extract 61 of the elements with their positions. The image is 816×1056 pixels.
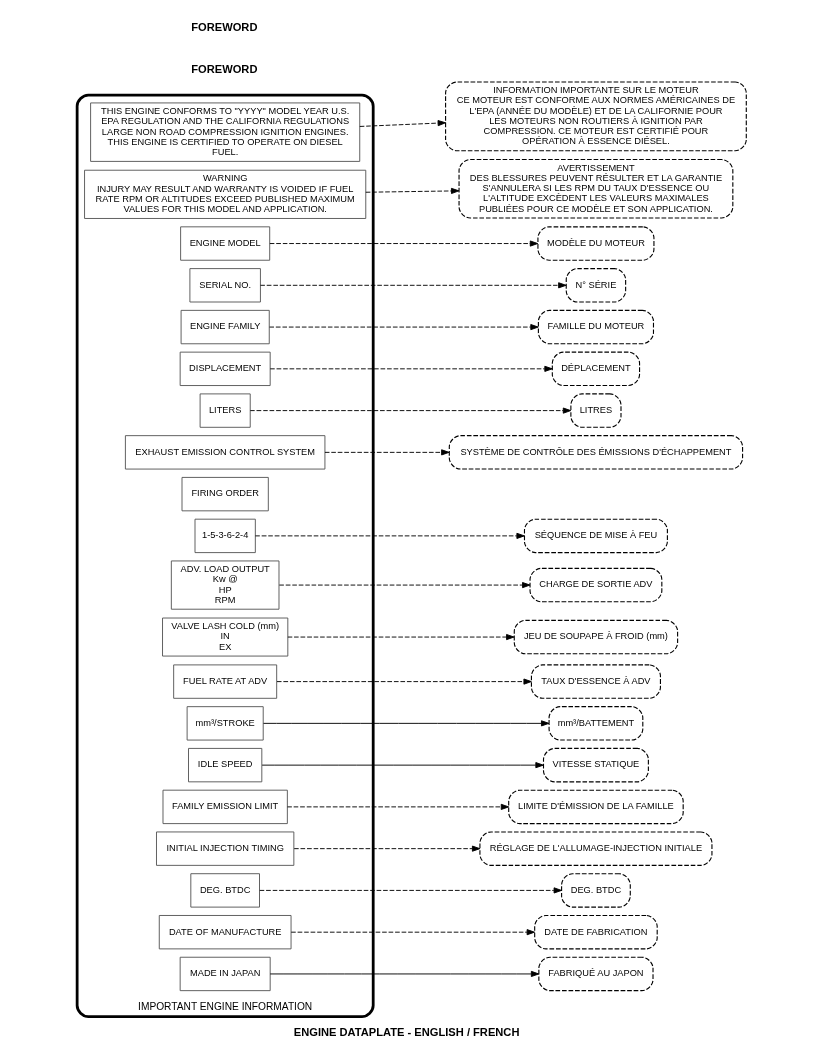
node-box: FIRING ORDER	[181, 476, 269, 512]
node-box: MADE IN JAPAN	[179, 956, 271, 992]
node-box: DATE DE FABRICATION	[534, 914, 658, 950]
label: FOREWORD	[191, 21, 258, 34]
node-box: THIS ENGINE CONFORMS TO "YYYY" MODEL YEAR U.S. EPA REGULATION AND THE CALIFORNIA REGULATIONS LARGE NON ROAD COMPRESSION IGNITION ENGINES. THIS ENGINE IS CERTIFIED TO OPERATE ON DIESEL FUEL.	[90, 102, 361, 162]
node-box: INITIAL INJECTION TIMING	[156, 831, 295, 866]
arrow	[269, 970, 540, 977]
node-box: WARNING INJURY MAY RESULT AND WARRANTY IS VOIDED IF FUEL RATE RPM OR ALTITUDES EXCEED PUBLISHED MAXIMUM VALUES FOR THIS MODEL AND APPLICATION.	[84, 169, 367, 219]
node-box: SYSTÈME DE CONTRÔLE DES ÉMISSIONS D'ÉCHAPPEMENT	[448, 435, 744, 470]
node-box: VITESSE STATIQUE	[542, 747, 649, 783]
node-box: ADV. LOAD OUTPUT Kw @ HP RPM	[170, 560, 280, 610]
node-box: INFORMATION IMPORTANTE SUR LE MOTEUR CE MOTEUR EST CONFORME AUX NORMES AMÉRICAINES DE L'EPA (ANNÉE DU MODÈLE) ET DE LA CALIFORNIE POUR LES MOTEURS NON ROUTIERS À IGNITION PAR COMPRESSION. CE MOTEUR EST CERTIFIÉ POUR OPÉRATION À ESSENCE DIÉSEL.	[445, 81, 747, 152]
arrow	[365, 187, 460, 194]
arrow	[359, 120, 446, 127]
node-box: FAMILLE DU MOTEUR	[537, 309, 655, 345]
arrow	[254, 532, 525, 539]
arrow	[269, 365, 553, 372]
arrow	[259, 887, 562, 894]
arrow	[293, 845, 481, 852]
node-box: LITRES	[570, 393, 622, 428]
node-box: LITERS	[199, 393, 251, 428]
arrow	[260, 282, 567, 289]
node-box: mm³/STROKE	[186, 706, 264, 741]
node-box: ENGINE MODEL	[180, 226, 271, 261]
node-box: ENGINE FAMILY	[180, 309, 270, 345]
arrow	[276, 678, 532, 685]
node-box: FUEL RATE AT ADV	[173, 664, 278, 699]
node-box: AVERTISSEMENT DES BLESSURES PEUVENT RÉSULTER ET LA GARANTIE S'ANNULERA SI LES RPM DU TAUX D'ESSENCE OU L'ALTITUDE EXCÈDENT LES VALEURS MAXIMALES PUBLIÉES POUR CE MODÈLE ET SON APPLICATION.	[458, 159, 734, 219]
node-box: N° SÉRIE	[565, 268, 627, 303]
node-box: CHARGE DE SORTIE ADV	[529, 567, 663, 603]
node-box: TAUX D'ESSENCE À ADV	[530, 664, 661, 699]
arrow	[278, 582, 531, 589]
node-box: DISPLACEMENT	[179, 351, 271, 386]
node-box: 1-5-3-6-2-4	[194, 518, 256, 554]
caption: ENGINE DATAPLATE - ENGLISH / FRENCH	[293, 1025, 520, 1038]
node-box: DEG. BTDC	[561, 873, 631, 908]
arrow	[263, 720, 550, 727]
node-box: RÉGLAGE DE L'ALLUMAGE-INJECTION INITIALE	[479, 831, 713, 866]
node-box: DEG. BTDC	[190, 873, 260, 908]
node-box: DATE OF MANUFACTURE	[158, 915, 292, 950]
node-box: EXHAUST EMISSION CONTROL SYSTEM	[124, 435, 326, 470]
node-box: VALVE LASH COLD (mm) IN EX	[162, 617, 289, 657]
arrow	[290, 929, 535, 936]
node-box: SERIAL NO.	[189, 268, 261, 303]
node-box: MODÈLE DU MOTEUR	[537, 226, 655, 261]
node-box: SÉQUENCE DE MISE À FEU	[523, 518, 668, 554]
arrow	[269, 324, 539, 331]
node-box: FABRIQUÉ AU JAPON	[538, 956, 654, 992]
arrow	[249, 407, 572, 414]
node-box: IDLE SPEED	[188, 747, 263, 783]
arrow	[324, 449, 450, 456]
node-box: LIMITE D'ÉMISSION DE LA FAMILLE	[508, 789, 684, 825]
node-box: DÉPLACEMENT	[551, 351, 641, 387]
node-box: JEU DE SOUPAPE À FROID (mm)	[513, 619, 679, 655]
arrow	[269, 240, 539, 247]
label: FOREWORD	[191, 62, 258, 75]
node-box: FAMILY EMISSION LIMIT	[162, 789, 288, 825]
arrow	[261, 762, 544, 769]
arrow	[286, 803, 510, 810]
arrow	[287, 634, 515, 641]
node-box: mm³/BATTEMENT	[548, 706, 644, 741]
